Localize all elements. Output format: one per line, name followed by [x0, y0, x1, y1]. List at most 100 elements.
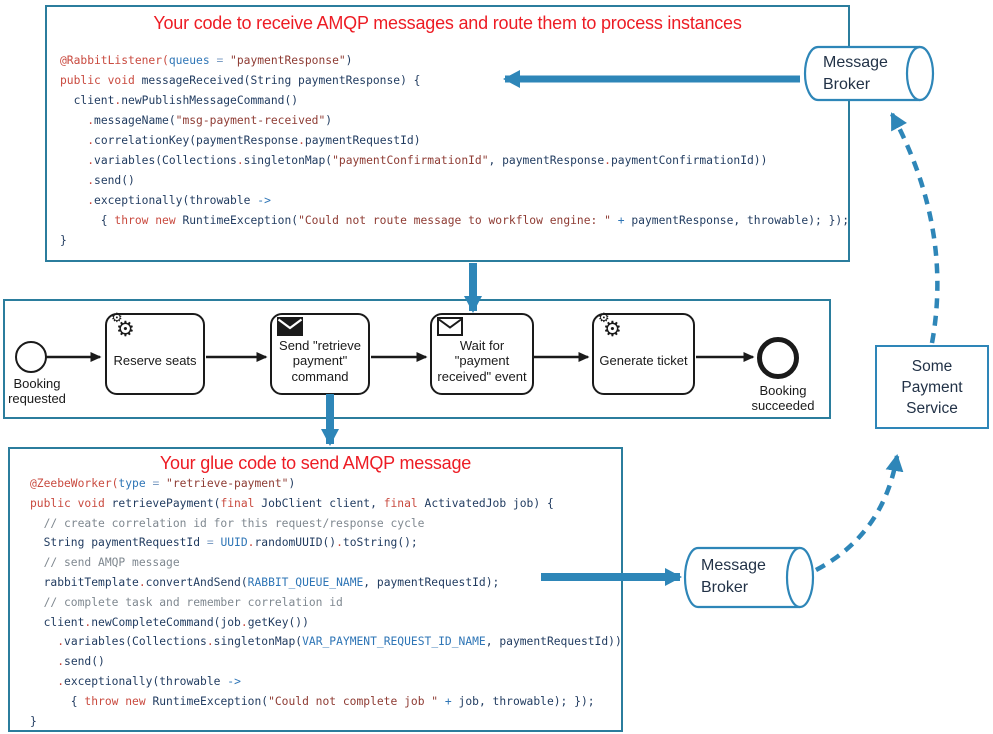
code-token: randomUUID() [254, 536, 337, 550]
code-token: ) [345, 54, 353, 67]
payment-service-label: Some Payment Service [901, 357, 963, 417]
code-token: . [87, 174, 95, 187]
code-token: public void [60, 74, 142, 87]
code-token: RABBIT_QUEUE_NAME [247, 575, 364, 589]
code-token: job, throwable); }); [451, 694, 595, 708]
code-token: ActivatedJob job) { [424, 496, 554, 510]
code-token: client [60, 94, 115, 107]
code-token: . [604, 154, 611, 167]
code-line: .exceptionally(throwable -> [60, 191, 849, 211]
arrow-payment-service-to-broker [890, 112, 940, 344]
message-broker-top-label: Message Broker [823, 54, 888, 93]
code-token: VAR_PAYMENT_REQUEST_ID_NAME [302, 635, 486, 649]
receiver-code-panel: Your code to receive AMQP messages and r… [45, 5, 850, 262]
code-token [30, 675, 57, 688]
bpmn-end-event-label: Booking succeeded [751, 383, 815, 413]
code-token: rabbitTemplate [30, 575, 139, 589]
code-token: . [247, 536, 255, 550]
code-line: public void messageReceived(String payme… [60, 71, 849, 91]
code-line: rabbitTemplate.convertAndSend(RABBIT_QUE… [30, 573, 622, 593]
bpmn-process-strip: Booking requested ⚙⚙ Reserve seats Send … [3, 299, 831, 419]
code-token: = [209, 54, 231, 67]
glue-code: @ZeebeWorker(type = "retrieve-payment") p… [30, 474, 622, 731]
code-token: newCompleteCommand(job [91, 615, 241, 629]
code-token: "Could not route message to workflow eng… [298, 214, 611, 227]
code-line: .exceptionally(throwable -> [30, 672, 622, 692]
bpmn-start-event-label: Booking requested [8, 376, 66, 406]
payment-service-box: Some Payment Service [875, 345, 989, 429]
receiver-code: @RabbitListener(queues = "paymentRespons… [60, 51, 849, 251]
code-line: .correlationKey(paymentResponse.paymentR… [60, 131, 849, 151]
code-token: public void [30, 496, 112, 510]
code-line: } [60, 231, 849, 251]
code-token: toString(); [342, 536, 418, 550]
code-token: send() [64, 655, 105, 669]
code-token: client [30, 615, 85, 629]
code-token: throw new [84, 694, 153, 708]
code-token: RuntimeException( [182, 214, 299, 227]
code-line: client.newPublishMessageCommand() [60, 91, 849, 111]
code-token: // complete task and remember correlatio… [30, 595, 343, 609]
code-token: paymentRequestId) [304, 134, 421, 147]
code-token: type [118, 477, 146, 490]
code-token: . [87, 194, 95, 207]
code-token [60, 194, 87, 207]
code-line: String paymentRequestId = UUID.randomUUI… [30, 533, 622, 553]
bpmn-task-send-retrieve-payment: Send "retrieve payment" command [270, 313, 370, 395]
code-line: // complete task and remember correlatio… [30, 593, 622, 613]
code-token: + [617, 214, 625, 227]
code-token: final [383, 496, 425, 510]
code-token [30, 655, 57, 668]
code-token: + [444, 694, 452, 708]
code-token: . [87, 114, 95, 127]
code-line: client.newCompleteCommand(job.getKey()) [30, 613, 622, 633]
code-token: convertAndSend( [145, 575, 248, 589]
envelope-outline-icon [437, 317, 463, 336]
code-line: } [30, 712, 622, 732]
code-token: , paymentRequestId); [363, 575, 500, 589]
bpmn-task-label: Wait for "payment received" event [437, 337, 527, 384]
code-token: . [236, 154, 244, 167]
code-token: getKey()) [247, 615, 309, 629]
code-token: . [298, 134, 305, 147]
code-token: "msg-payment-received" [175, 114, 326, 127]
envelope-filled-icon [277, 317, 303, 336]
code-token: = [206, 536, 221, 550]
bpmn-task-label: Reserve seats [113, 353, 197, 369]
arrow-broker-to-payment-service [814, 454, 904, 572]
code-line: .variables(Collections.singletonMap("pay… [60, 151, 849, 171]
code-token [60, 174, 87, 187]
code-line: // create correlation id for this reques… [30, 514, 622, 534]
code-token: send() [94, 174, 135, 187]
code-token: JobClient client, [261, 496, 384, 510]
code-token: messageReceived(String paymentResponse) … [141, 74, 421, 87]
code-token: final [220, 496, 262, 510]
code-token: String paymentRequestId [30, 536, 207, 550]
code-token: "retrieve-payment" [166, 477, 289, 490]
code-token: { [30, 694, 85, 708]
code-token: ) [288, 477, 296, 490]
code-token: paymentResponse, throwable); }); [624, 214, 850, 227]
code-token: "Could not complete job " [268, 694, 439, 708]
code-token: } [60, 234, 67, 247]
code-token: correlationKey(paymentResponse [94, 134, 299, 147]
code-token: . [206, 635, 214, 649]
code-token: singletonMap( [213, 635, 303, 649]
code-token: -> [257, 194, 271, 207]
code-token: . [336, 536, 343, 550]
code-token: messageName( [94, 114, 176, 127]
code-token: // send AMQP message [30, 556, 180, 570]
code-line: .send() [30, 652, 622, 672]
code-token [611, 214, 618, 227]
code-token: { [60, 214, 115, 227]
code-token: ) [325, 114, 333, 127]
code-token: throw new [114, 214, 183, 227]
code-line: // send AMQP message [30, 553, 622, 573]
code-token: . [240, 615, 248, 629]
bpmn-task-label: Generate ticket [599, 353, 688, 369]
code-token: @ZeebeWorker( [30, 477, 119, 490]
code-token: = [145, 477, 167, 490]
code-token [60, 134, 87, 147]
code-line: .messageName("msg-payment-received") [60, 111, 849, 131]
